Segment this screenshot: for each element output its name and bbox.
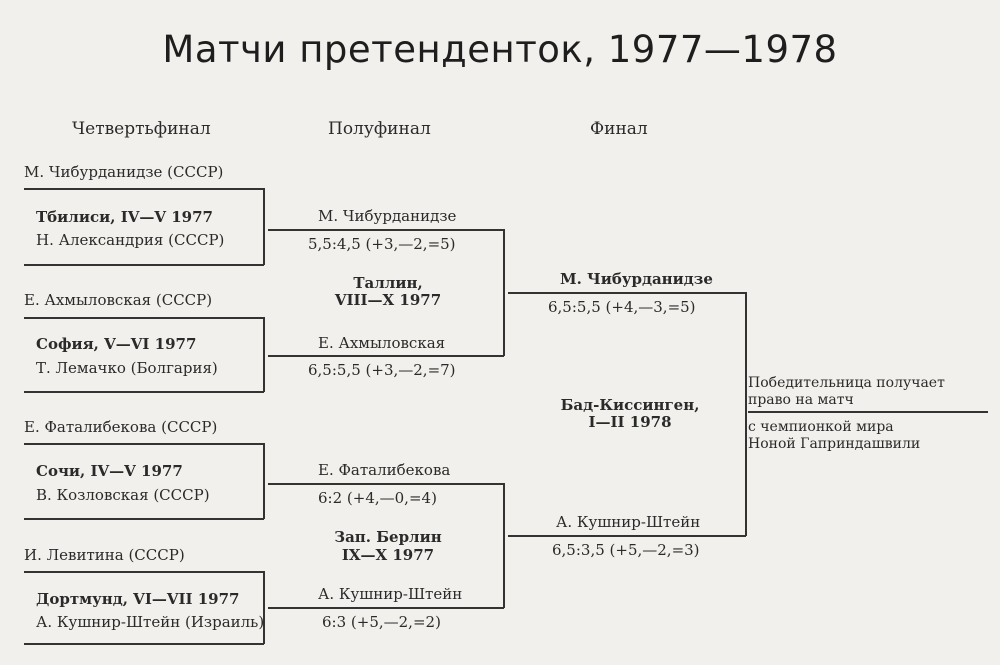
qf4-player1: И. Левитина (СССР) xyxy=(24,546,185,564)
final-bottom-line xyxy=(508,535,746,537)
final-venue-line2: I—II 1978 xyxy=(588,413,672,431)
sf1-venue-line2: VIII—X 1977 xyxy=(334,291,442,309)
qf2-venue: София, V—VI 1977 xyxy=(36,335,197,353)
result-line2: право на матч xyxy=(748,392,854,408)
sf1-top-line xyxy=(268,229,504,231)
final-winner1: М. Чибурданидзе xyxy=(560,270,713,288)
final-top-line xyxy=(508,292,746,294)
final-bracket xyxy=(745,292,747,536)
qf4-player2: А. Кушнир-Штейн (Израиль) xyxy=(36,613,265,631)
result-line3: с чемпионкой мира xyxy=(748,419,894,435)
sf1-bracket xyxy=(503,229,505,356)
final-winner2: А. Кушнир-Штейн xyxy=(556,513,701,531)
result-line xyxy=(748,411,988,413)
sf2-top-line xyxy=(268,483,504,485)
sf1-score1: 5,5:4,5 (+3,—2,=5) xyxy=(308,235,456,253)
result-line1: Победительница получает xyxy=(748,375,945,391)
sf2-winner1: Е. Фаталибекова xyxy=(318,461,451,479)
qf2-player2: Т. Лемачко (Болгария) xyxy=(36,359,218,377)
sf1-venue-line1: Таллин, xyxy=(353,274,423,292)
final-score1: 6,5:5,5 (+4,—3,=5) xyxy=(548,298,696,316)
qf1-player1: М. Чибурданидзе (СССР) xyxy=(24,163,224,181)
final-venue-line1: Бад-Киссинген, xyxy=(560,396,700,414)
qf4-top-line xyxy=(24,571,264,573)
qf3-player2: В. Козловская (СССР) xyxy=(36,486,210,504)
sf1-bottom-line xyxy=(268,355,504,357)
qf3-venue: Сочи, IV—V 1977 xyxy=(36,462,183,480)
sf2-bottom-line xyxy=(268,607,504,609)
sf2-score2: 6:3 (+5,—2,=2) xyxy=(322,613,441,631)
qf3-bracket xyxy=(263,443,265,519)
final-score2: 6,5:3,5 (+5,—2,=3) xyxy=(552,541,700,559)
sf2-score1: 6:2 (+4,—0,=4) xyxy=(318,489,437,507)
qf2-bottom-line xyxy=(24,391,264,393)
page-title: Матчи претенденток, 1977—1978 xyxy=(162,28,838,71)
qf3-bottom-line xyxy=(24,518,264,520)
sf2-venue-line2: IX—X 1977 xyxy=(341,546,435,564)
qf1-venue: Тбилиси, IV—V 1977 xyxy=(36,208,213,226)
qf2-bracket xyxy=(263,317,265,392)
qf4-bracket xyxy=(263,571,265,644)
sf1-score2: 6,5:5,5 (+3,—2,=7) xyxy=(308,361,456,379)
qf4-bottom-line xyxy=(24,643,264,645)
sf2-bracket xyxy=(503,483,505,608)
qf1-top-line xyxy=(24,188,264,190)
qf2-top-line xyxy=(24,317,264,319)
result-line4: Ноной Гаприндашвили xyxy=(748,436,921,452)
qf1-player2: Н. Александрия (СССР) xyxy=(36,231,225,249)
sf1-winner2: Е. Ахмыловская xyxy=(318,334,446,352)
sf2-venue-line1: Зап. Берлин xyxy=(334,528,442,546)
qf1-bracket xyxy=(263,188,265,265)
header-quarterfinal: Четвертьфинал xyxy=(72,119,211,139)
sf1-winner1: М. Чибурданидзе xyxy=(318,207,457,225)
qf3-player1: Е. Фаталибекова (СССР) xyxy=(24,418,218,436)
header-final: Финал xyxy=(590,119,648,139)
qf1-bottom-line xyxy=(24,264,264,266)
header-semifinal: Полуфинал xyxy=(328,119,431,139)
qf2-player1: Е. Ахмыловская (СССР) xyxy=(24,291,213,309)
qf3-top-line xyxy=(24,443,264,445)
qf4-venue: Дортмунд, VI—VII 1977 xyxy=(36,590,240,608)
sf2-winner2: А. Кушнир-Штейн xyxy=(318,585,463,603)
